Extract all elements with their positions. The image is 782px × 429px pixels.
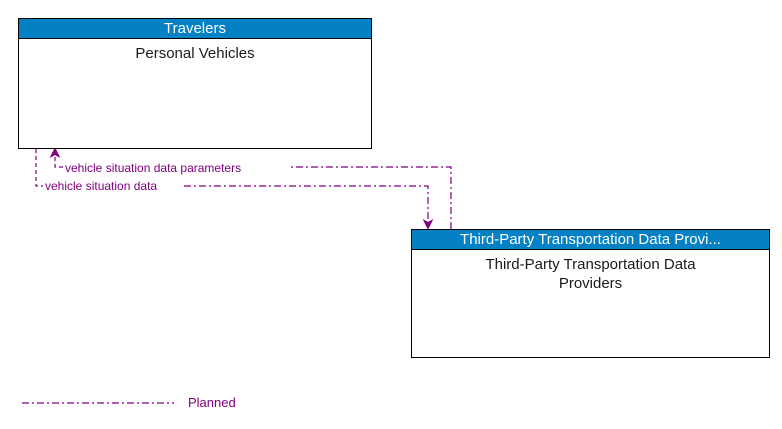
flow-label-vehicle-situation-data[interactable]: vehicle situation data: [44, 179, 159, 193]
entity-box-header-travelers: Travelers: [19, 19, 371, 39]
entity-box-header-third-party: Third-Party Transportation Data Provi...: [412, 230, 769, 250]
entity-box-travelers[interactable]: Travelers Personal Vehicles: [18, 18, 372, 149]
legend-line-swatch-planned: [22, 402, 174, 404]
entity-box-third-party-transportation-data-providers[interactable]: Third-Party Transportation Data Provi...…: [411, 229, 770, 358]
entity-box-title-third-party-transportation-data-providers: Third-Party Transportation Data Provider…: [485, 256, 696, 292]
entity-box-title-personal-vehicles: Personal Vehicles: [135, 45, 255, 62]
legend-label-planned: Planned: [188, 395, 236, 410]
flow-label-vehicle-situation-data-parameters[interactable]: vehicle situation data parameters: [64, 161, 243, 175]
legend: Planned: [22, 395, 322, 413]
